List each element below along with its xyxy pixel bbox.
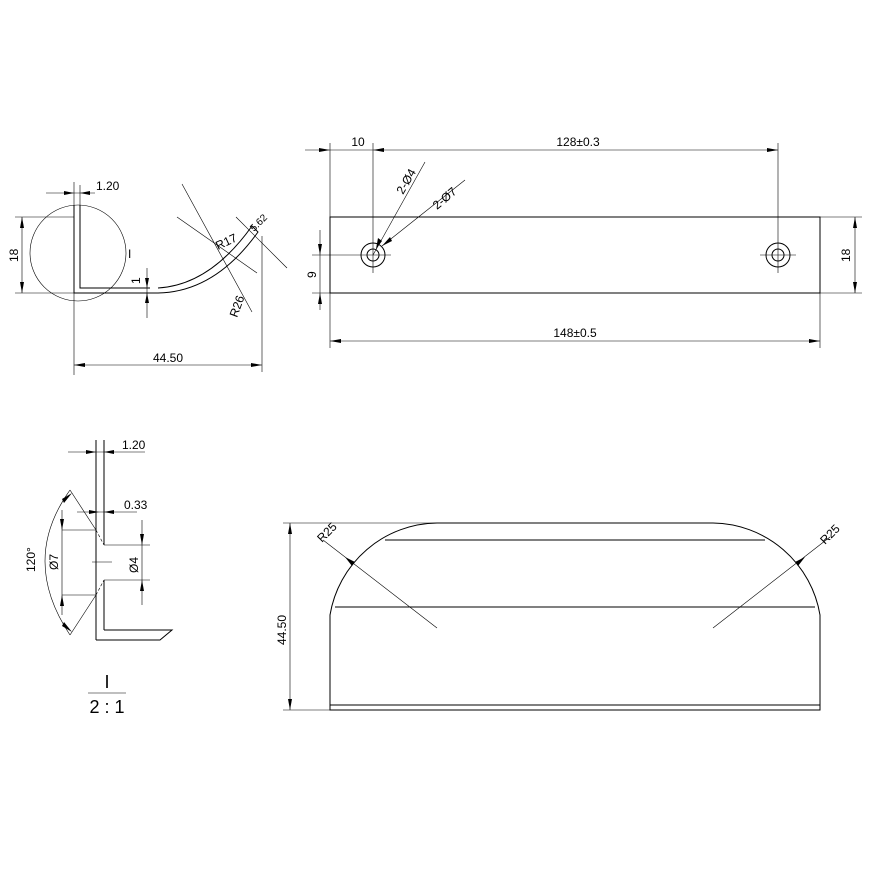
offset-label: 1 <box>129 277 143 284</box>
detail-profile <box>96 629 174 641</box>
detail-label: I <box>104 672 109 692</box>
top-view: 10 128±0.3 2-Ø4 2-Ø7 9 18 148±0.5 <box>305 135 862 348</box>
side-view: 1.20 18 I 1 R17 R26 5.62 44.50 <box>7 179 288 375</box>
detail-view: 120° 1.20 0.33 Ø7 Ø4 I 2 : 1 <box>24 438 174 717</box>
front-view: R25 R25 44.50 <box>275 519 843 711</box>
small-hole-label: 2-Ø4 <box>393 166 419 196</box>
front-outline <box>329 522 821 711</box>
large-hole-label: 2-Ø7 <box>430 184 460 212</box>
plate-outline <box>329 216 821 294</box>
front-height-label: 44.50 <box>275 615 289 645</box>
countersink-depth-label: 0.33 <box>124 498 148 512</box>
right-radius-label: R25 <box>817 521 843 547</box>
handle-profile <box>73 205 259 294</box>
detail-circle <box>29 204 127 302</box>
edge-to-hole-label: 10 <box>351 135 365 149</box>
hole-height-label: 9 <box>305 271 319 278</box>
detail-thickness-label: 1.20 <box>122 438 146 452</box>
scale-label: 2 : 1 <box>89 697 124 717</box>
detail-marker: I <box>128 247 131 261</box>
angle-label: 120° <box>24 547 38 572</box>
inner-radius-label: R17 <box>213 231 239 253</box>
countersink-diameter-label: Ø7 <box>47 554 61 570</box>
outer-radius-label: R26 <box>227 293 248 319</box>
height-label: 18 <box>7 248 21 262</box>
hole-spacing-label: 128±0.3 <box>556 135 600 149</box>
thickness-label: 1.20 <box>96 179 120 193</box>
hole-diameter-label: Ø4 <box>127 557 141 573</box>
width-label: 5.62 <box>248 212 270 234</box>
length-label: 148±0.5 <box>553 326 597 340</box>
plate-height-label: 18 <box>839 248 853 262</box>
depth-label: 44.50 <box>153 351 183 365</box>
